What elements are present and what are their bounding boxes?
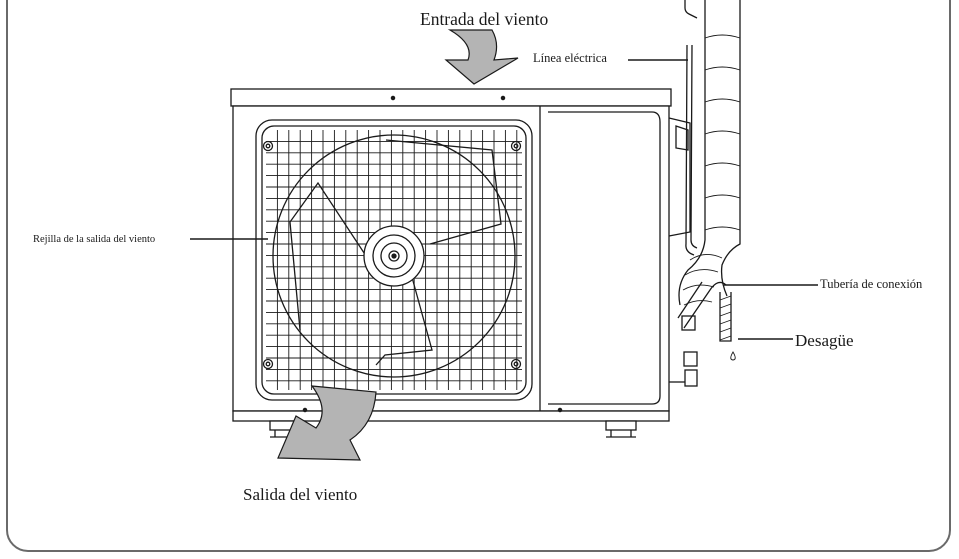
air-outlet-arrow	[277, 385, 377, 461]
air-inlet-arrow	[444, 29, 519, 85]
drain-label: Desagüe	[795, 331, 854, 350]
drain-hose	[719, 292, 736, 361]
fan-blades	[272, 134, 516, 378]
connection-pipe	[669, 0, 741, 387]
diagram-frame	[6, 0, 951, 552]
leader-lines	[190, 59, 818, 340]
power-line-label: Línea eléctrica	[533, 51, 607, 65]
air-inlet-label: Entrada del viento	[420, 9, 549, 29]
outlet-grille-label: Rejilla de la salida del viento	[33, 234, 156, 245]
connection-pipe-label: Tubería de conexión	[820, 277, 923, 291]
power-line	[684, 0, 698, 256]
air-outlet-label: Salida del viento	[243, 485, 358, 504]
unit-cabinet	[230, 88, 691, 438]
